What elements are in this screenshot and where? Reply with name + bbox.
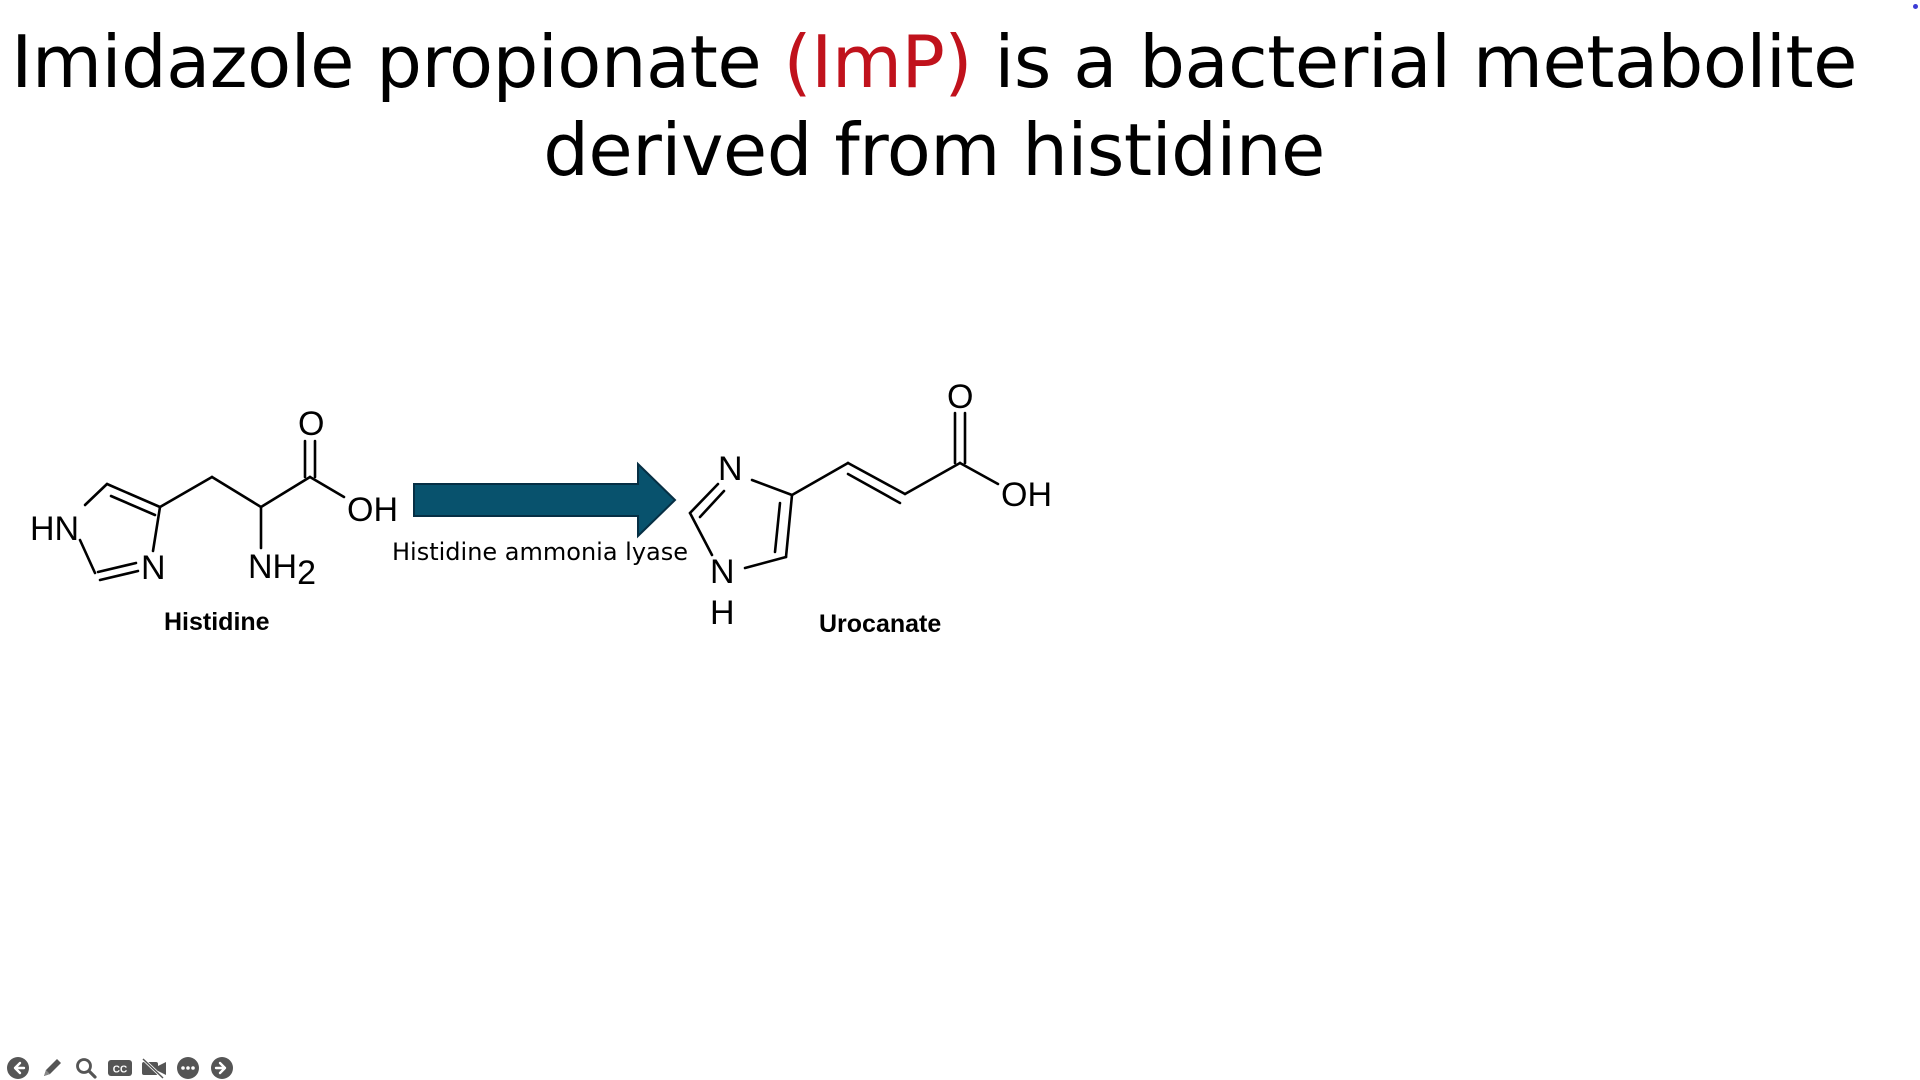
histidine-bond: [151, 505, 162, 553]
histidine-double-bond: [98, 569, 140, 582]
urocanate-name: Urocanate: [819, 610, 942, 638]
slide-title: Imidazole propionate (ImP) is a bacteria…: [0, 18, 1868, 194]
urocanate-h-label: H: [710, 594, 735, 632]
back-arrow-icon: [6, 1057, 29, 1079]
histidine-bond: [96, 561, 138, 574]
urocanate-n-bottom-label: N: [710, 553, 735, 591]
histidine-bond: [78, 538, 97, 575]
svg-text:CC: CC: [112, 1065, 126, 1076]
histidine-hydroxyl-label: OH: [347, 491, 398, 529]
urocanate-bond: [743, 555, 788, 570]
histidine-bond: [105, 482, 162, 509]
urocanate-alkene-double-bond: [846, 472, 902, 505]
status-dot: [1913, 4, 1918, 9]
reaction-arrow: [413, 461, 677, 539]
next-slide-button[interactable]: [208, 1055, 235, 1080]
pen-icon: [43, 1059, 61, 1076]
title-line-2: derived from histidine: [543, 108, 1325, 192]
title-line-1: Imidazole propionate (ImP) is a bacteria…: [0, 18, 1868, 106]
pen-tool-button[interactable]: [38, 1055, 65, 1080]
block-arrow-shape: [413, 461, 677, 539]
urocanate-bond: [784, 493, 794, 559]
camera-toggle-button[interactable]: [140, 1055, 167, 1080]
histidine-labels: O OH HN N NH2: [30, 405, 398, 592]
histidine-structure: [78, 439, 346, 582]
closed-captions-icon: CC: [107, 1060, 132, 1076]
zoom-icon: [75, 1058, 97, 1079]
forward-arrow-icon: [210, 1057, 233, 1079]
histidine-hn-label: HN: [30, 510, 79, 548]
urocanate-bond: [958, 461, 1000, 486]
title-accent-imp: (ImP): [783, 20, 973, 104]
presenter-toolbar: CC: [4, 1054, 235, 1080]
enzyme-label: Histidine ammonia lyase: [392, 538, 689, 566]
histidine-bond: [83, 482, 109, 507]
urocanate-labels: O OH N N H: [710, 378, 1052, 632]
histidine-double-bond: [109, 494, 157, 517]
histidine-bond: [259, 475, 312, 509]
urocanate-double-bond: [773, 501, 782, 554]
subtitles-button[interactable]: CC: [106, 1055, 133, 1080]
urocanate-hydroxyl-label: OH: [1001, 476, 1052, 514]
urocanate-bond: [790, 461, 850, 497]
histidine-name: Histidine: [164, 608, 270, 636]
histidine-bond: [158, 475, 214, 509]
urocanate-double-bond: [698, 489, 726, 519]
histidine-bond: [210, 475, 263, 509]
urocanate-bond: [688, 482, 720, 515]
previous-slide-button[interactable]: [4, 1055, 31, 1080]
histidine-n-label: N: [141, 549, 166, 587]
zoom-button[interactable]: [72, 1055, 99, 1080]
urocanate-n-top-label: N: [718, 450, 743, 488]
title-text-end: is a bacterial metabolite: [971, 20, 1857, 104]
camera-off-icon: [141, 1057, 166, 1080]
urocanate-bond: [688, 511, 714, 557]
histidine-amine-label: NH2: [248, 548, 316, 592]
histidine-oxygen-label: O: [298, 405, 324, 443]
urocanate-oxygen-label: O: [947, 378, 973, 416]
urocanate-bond: [903, 461, 962, 496]
urocanate-structure: [688, 411, 1000, 570]
title-text-start: Imidazole propionate: [11, 20, 784, 104]
urocanate-bond: [846, 461, 907, 496]
histidine-bond: [308, 475, 346, 499]
more-options-button[interactable]: [174, 1055, 201, 1080]
urocanate-bond: [750, 478, 794, 497]
more-options-icon: [176, 1057, 199, 1079]
